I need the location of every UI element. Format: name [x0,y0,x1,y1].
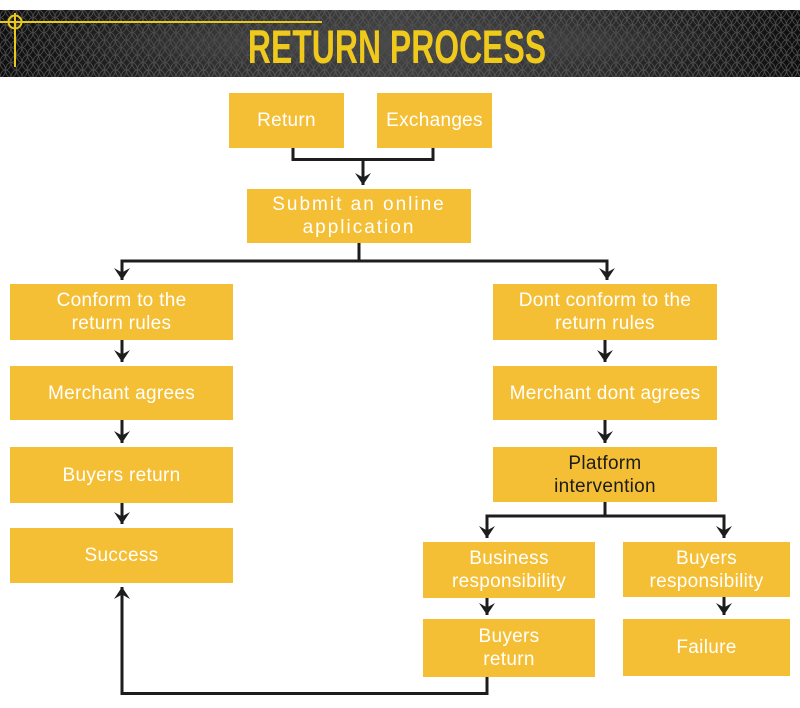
node-merchant-dont-agrees: Merchant dont agrees [493,366,717,420]
page-title: RETURN PROCESS [248,21,546,74]
node-dont-conform-rules: Dont conform to the return rules [493,284,717,340]
node-return: Return [229,93,344,148]
node-platform-intervention-label: Platform intervention [554,452,656,497]
node-platform-intervention: Platform intervention [493,447,717,502]
node-buyers-return-label: Buyers return [62,464,181,486]
node-buyers-return: Buyers return [10,447,233,503]
banner-background: RETURN PROCESS [0,10,800,77]
node-merchant-dont-agrees-label: Merchant dont agrees [509,382,701,404]
connector-feedback-to-success [114,587,489,695]
node-submit-label: Submit an online application [272,194,446,238]
node-buyers-responsibility: Buyers responsibility [623,542,790,597]
node-failure: Failure [623,619,790,676]
node-business-responsibility: Business responsibility [423,542,595,598]
node-dont-conform-label: Dont conform to the return rules [518,290,692,334]
node-buyers-return-2-label: Buyers return [478,626,540,670]
node-conform-label: Conform to the return rules [56,290,187,334]
node-return-label: Return [257,110,316,131]
node-exchanges-label: Exchanges [386,110,483,131]
node-buyers-return-2: Buyers return [423,619,595,677]
node-business-responsibility-label: Business responsibility [451,548,567,592]
node-success: Success [10,528,233,583]
crosshair-ornament-icon [0,13,322,67]
node-success-label: Success [84,545,159,566]
node-merchant-agrees: Merchant agrees [10,366,233,420]
node-failure-label: Failure [676,637,737,658]
node-merchant-agrees-label: Merchant agrees [47,382,196,404]
node-exchanges: Exchanges [377,93,492,148]
node-buyers-responsibility-label: Buyers responsibility [649,547,764,592]
node-conform-rules: Conform to the return rules [10,284,233,340]
node-submit-application: Submit an online application [247,189,471,243]
connector-merge-top [291,148,435,161]
header-banner: RETURN PROCESS [0,10,800,77]
